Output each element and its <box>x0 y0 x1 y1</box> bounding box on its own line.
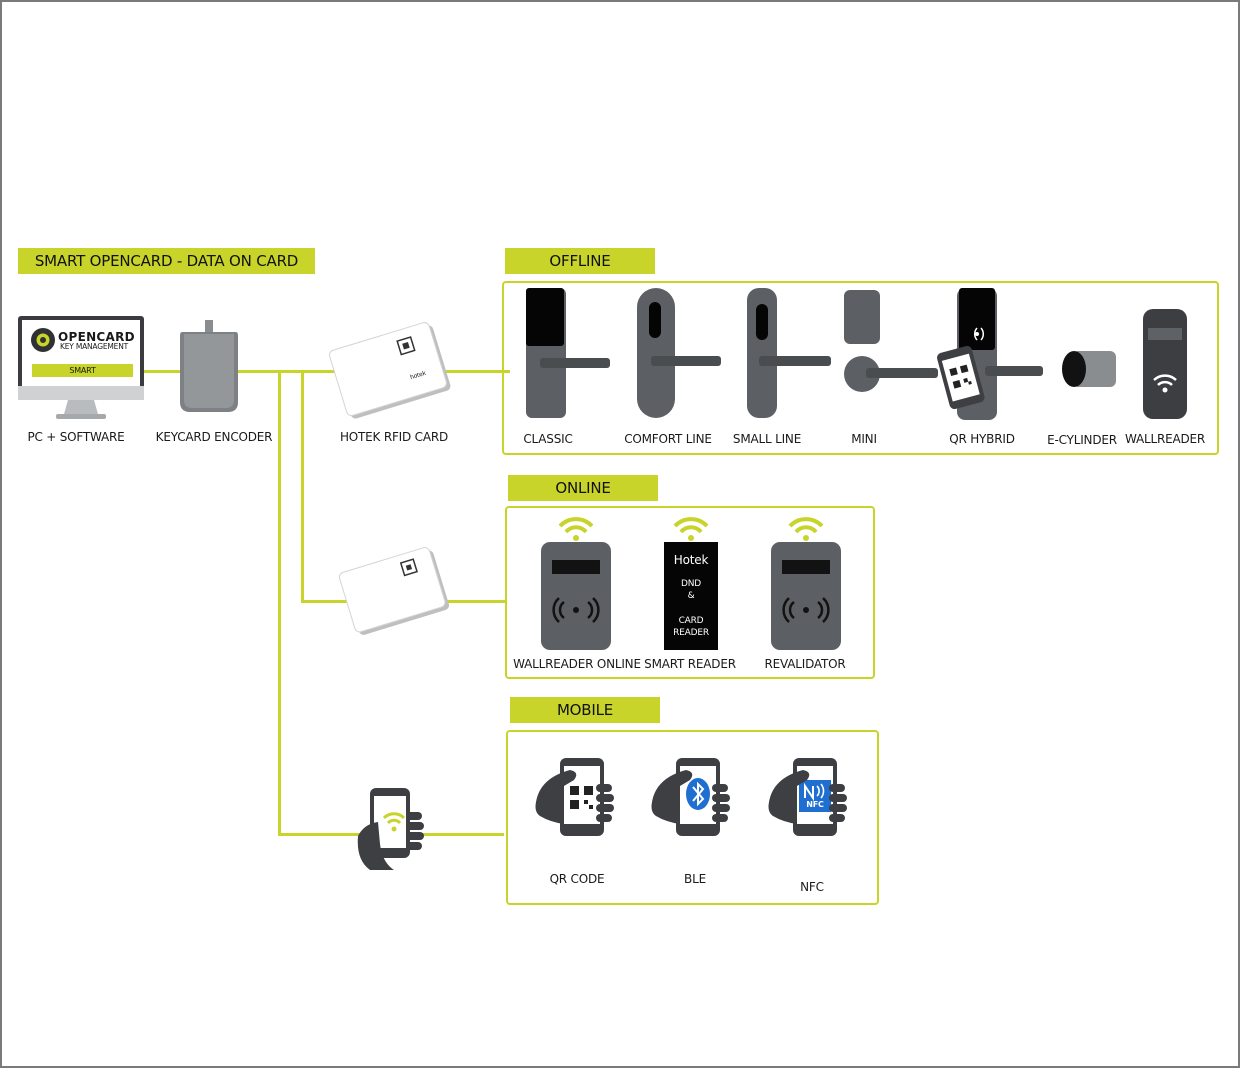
smart-reader-line1: DND <box>681 579 701 589</box>
pc-monitor <box>16 314 146 424</box>
lock-qr-hybrid <box>935 286 1045 422</box>
connector-pc-encoder <box>140 370 510 373</box>
mobile-label-qr-code: QR CODE <box>549 872 605 886</box>
header-online: ONLINE <box>508 475 658 501</box>
connector-trunk-online <box>301 370 304 602</box>
header-offline: OFFLINE <box>505 248 655 274</box>
mobile-label-nfc: NFC <box>800 880 824 894</box>
offline-label-e-cylinder: E-CYLINDER <box>1047 433 1117 447</box>
lock-small-line <box>745 288 835 420</box>
keycard-encoder-device <box>178 320 240 414</box>
smart-reader-brand: Hotek <box>673 553 709 567</box>
smart-reader-line4: READER <box>673 628 709 638</box>
lock-e-cylinder <box>1060 348 1118 390</box>
offline-label-small-line: SMALL LINE <box>732 432 802 446</box>
smart-reader-line3: CARD <box>678 616 704 626</box>
online-label-wallreader-online: WALLREADER ONLINE <box>513 657 641 671</box>
header-mobile: MOBILE <box>510 697 660 723</box>
mobile-qr-code-device <box>534 756 616 838</box>
revalidator-device <box>768 512 844 652</box>
pc-logo-subtitle: KEY MANAGEMENT <box>60 342 128 351</box>
lock-comfort-line <box>635 288 725 420</box>
offline-label-mini: MINI <box>851 432 877 446</box>
online-label-revalidator: REVALIDATOR <box>764 657 846 671</box>
offline-label-qr-hybrid: QR HYBRID <box>949 432 1015 446</box>
lock-mini <box>840 288 940 420</box>
offline-label-comfort-line: COMFORT LINE <box>624 432 712 446</box>
pc-logo-title: OPENCARD <box>58 330 135 344</box>
offline-label-wallreader: WALLREADER <box>1124 432 1206 446</box>
online-label-smart-reader: SMART READER <box>644 657 736 671</box>
smart-reader-line2: & <box>687 591 695 601</box>
mobile-ble-device <box>650 756 732 838</box>
lock-classic <box>520 288 612 420</box>
mobile-label-ble: BLE <box>684 872 706 886</box>
offline-label-classic: CLASSIC <box>523 432 573 446</box>
offline-group-box <box>502 281 1219 455</box>
pc-software-label: PC + SOFTWARE <box>27 430 125 444</box>
wallreader-offline-device <box>1142 308 1188 420</box>
header-smart-opencard: SMART OPENCARD - DATA ON CARD <box>18 248 315 274</box>
nfc-badge-text: NFC <box>806 800 824 809</box>
mobile-nfc-device <box>767 756 849 838</box>
rfid-card-online <box>337 543 454 641</box>
pc-screen-badge: SMART <box>69 366 96 375</box>
connector-trunk-mobile <box>278 370 281 835</box>
rfid-card-top <box>327 317 457 426</box>
keycard-encoder-label: KEYCARD ENCODER <box>155 430 273 444</box>
rfid-card-label: HOTEK RFID CARD <box>339 430 449 444</box>
mobile-phone-hand-icon <box>354 786 434 872</box>
wallreader-online-device <box>538 512 614 652</box>
mobile-group-box <box>506 730 879 905</box>
online-group-box <box>505 506 875 679</box>
smart-reader-device <box>662 512 720 652</box>
